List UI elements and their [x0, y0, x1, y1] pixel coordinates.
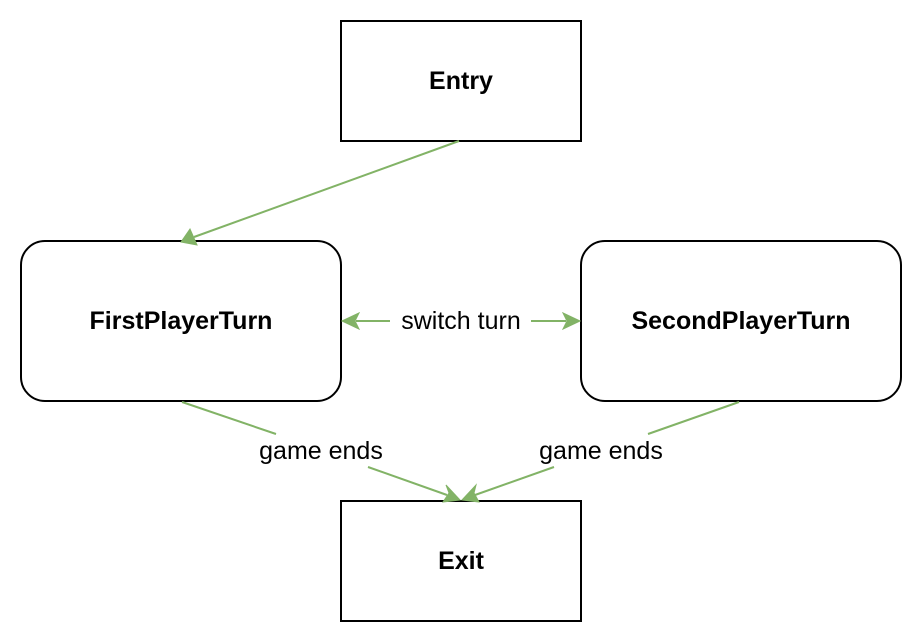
- edge-second-to-exit: game ends: [460, 401, 740, 503]
- first-player-turn-label: FirstPlayerTurn: [90, 307, 273, 335]
- second-player-turn-node[interactable]: SecondPlayerTurn: [580, 240, 902, 402]
- switch-turn-label: switch turn: [401, 307, 520, 335]
- first-game-ends-label: game ends: [259, 437, 383, 465]
- exit-node[interactable]: Exit: [340, 500, 582, 622]
- entry-node[interactable]: Entry: [340, 20, 582, 142]
- edge-switch-turn: switch turn: [340, 307, 582, 335]
- second-game-ends-label: game ends: [539, 437, 663, 465]
- edge-entry-to-first: [180, 140, 460, 246]
- first-player-turn-node[interactable]: FirstPlayerTurn: [20, 240, 342, 402]
- edge-first-to-exit: game ends: [181, 401, 462, 503]
- entry-node-label: Entry: [429, 67, 493, 95]
- second-player-turn-label: SecondPlayerTurn: [631, 307, 850, 335]
- exit-node-label: Exit: [438, 547, 485, 575]
